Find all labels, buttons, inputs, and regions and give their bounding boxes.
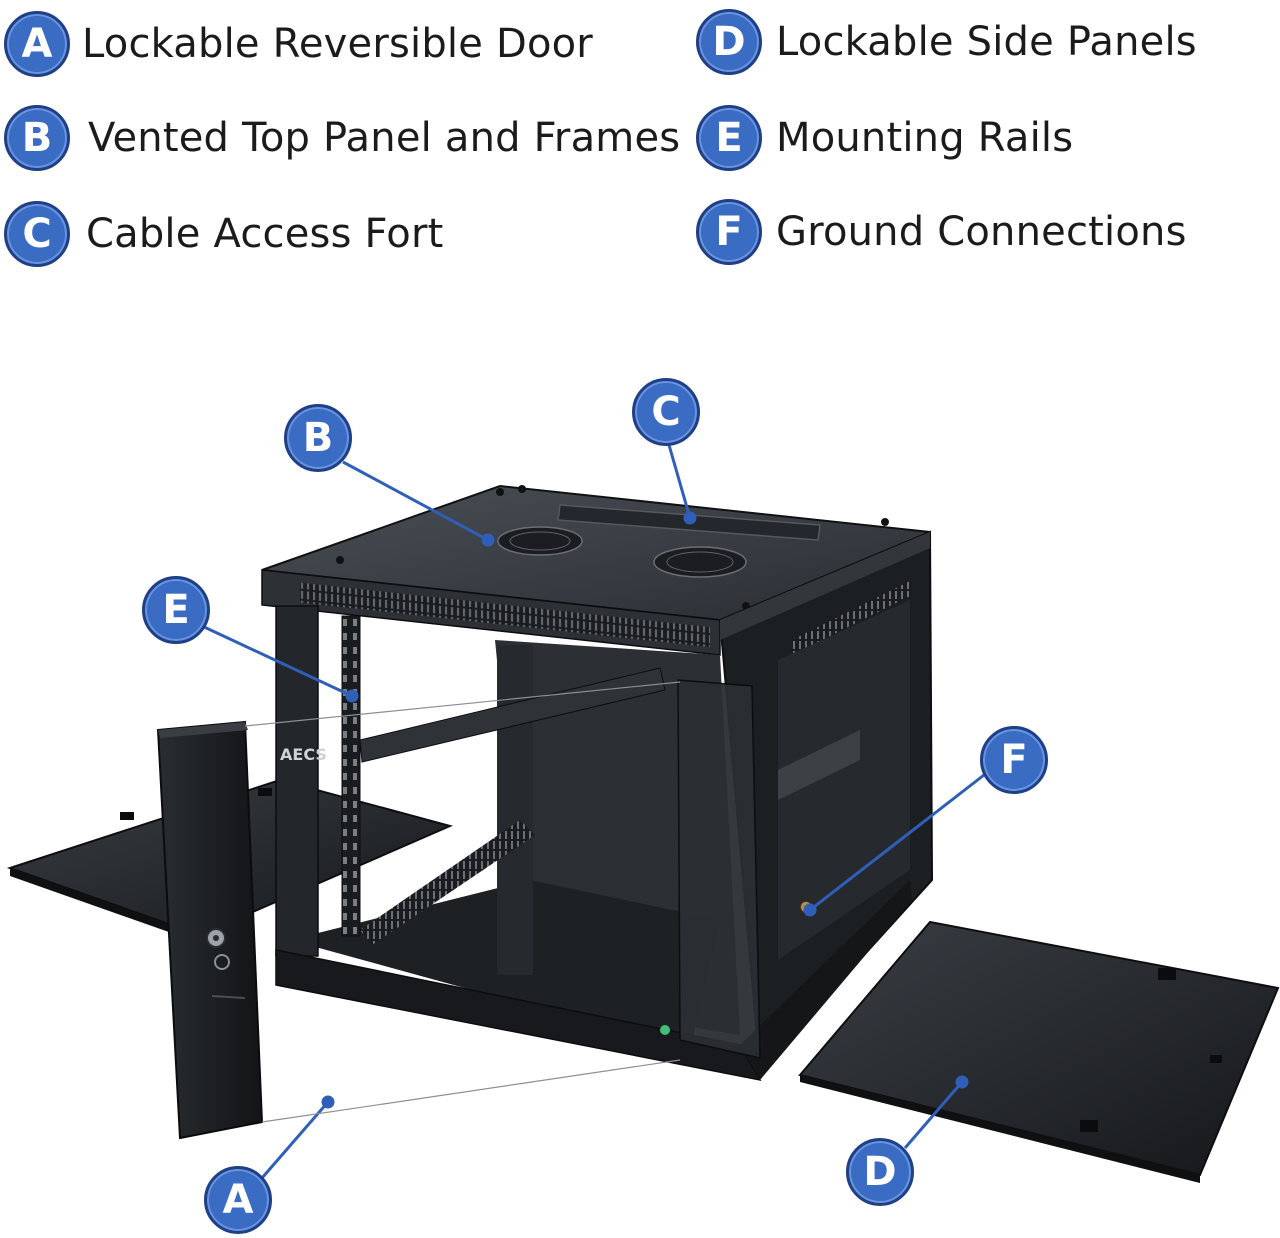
- leader-lines: [201, 444, 985, 1179]
- callout-badge-f: F: [980, 726, 1048, 794]
- legend-label-f: Ground Connections: [776, 209, 1187, 255]
- legend-item-c: C Cable Access Fort: [4, 198, 444, 270]
- callout-badge-e: E: [142, 576, 210, 644]
- callout-badge-c: C: [632, 378, 700, 446]
- legend-badge-b: B: [4, 105, 70, 171]
- door-swing-line-bottom: [261, 1059, 681, 1123]
- legend-item-e: E Mounting Rails: [696, 102, 1073, 174]
- legend: A Lockable Reversible Door B Vented Top …: [0, 0, 1280, 280]
- cabinet-body: AECS: [261, 484, 934, 1082]
- right-side-panel: [798, 920, 1280, 1183]
- legend-label-d: Lockable Side Panels: [776, 19, 1197, 65]
- legend-label-c: Cable Access Fort: [86, 211, 444, 257]
- door-swing-line-top: [244, 681, 681, 727]
- legend-item-f: F Ground Connections: [696, 196, 1187, 268]
- legend-badge-a: A: [4, 11, 70, 77]
- door: [156, 720, 264, 1140]
- legend-item-d: D Lockable Side Panels: [696, 6, 1197, 78]
- legend-badge-c: C: [4, 201, 70, 267]
- legend-label-a: Lockable Reversible Door: [82, 21, 593, 67]
- legend-badge-e: E: [696, 105, 762, 171]
- legend-item-a: A Lockable Reversible Door: [4, 8, 593, 80]
- callout-badge-b: B: [284, 404, 352, 472]
- legend-label-e: Mounting Rails: [776, 115, 1074, 161]
- callout-badge-a: A: [204, 1166, 272, 1234]
- legend-badge-d: D: [696, 9, 762, 75]
- brand-label: AECS: [280, 745, 327, 764]
- legend-label-b: Vented Top Panel and Frames: [88, 115, 681, 161]
- legend-badge-f: F: [696, 199, 762, 265]
- callout-badge-d: D: [846, 1138, 914, 1206]
- legend-item-b: B Vented Top Panel and Frames: [4, 102, 680, 174]
